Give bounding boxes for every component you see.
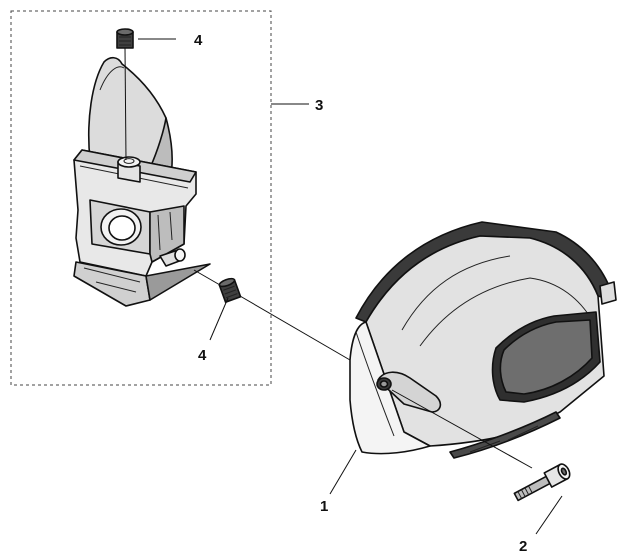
axis-line-bottom-screw [193, 269, 221, 286]
cover [349, 221, 617, 459]
axis-line-top-screw [124, 47, 127, 161]
axis-line-screw-to-cover [239, 295, 351, 361]
intake-bracket [73, 56, 211, 307]
set-screw-bottom [218, 277, 242, 303]
axis-line-long-screw [391, 389, 533, 469]
set-screw-top [116, 28, 134, 49]
callout-screw: 2 [519, 538, 527, 555]
callout-cover: 1 [320, 498, 328, 515]
leader-insert-bottom [209, 297, 229, 341]
assembly-dashed-box [10, 10, 272, 386]
leader-cover [329, 449, 357, 495]
long-screw [513, 463, 571, 502]
leader-screw [535, 495, 563, 535]
callout-insert-top: 4 [194, 32, 203, 49]
callout-insert-bottom: 4 [198, 347, 207, 364]
callout-assembly: 3 [315, 97, 323, 114]
